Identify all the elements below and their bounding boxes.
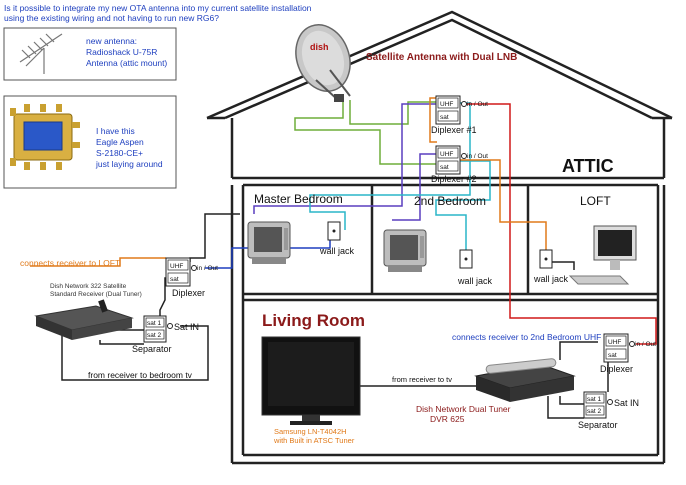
multiswitch-icon <box>10 104 80 170</box>
wall-jack-loft-label: wall jack <box>533 274 569 284</box>
separator-living: sat 1 sat 2 Sat IN Separator <box>578 391 639 430</box>
diplexer-living-inout: in / Out <box>635 341 656 348</box>
wall-jack-2nd: wall jack <box>457 249 493 286</box>
attic-label: ATTIC <box>562 156 614 176</box>
diplexer-1-label: Diplexer #1 <box>431 125 477 135</box>
separator-living-sat1: sat 1 <box>587 396 601 403</box>
diplexer-2-uhf: UHF <box>440 151 453 158</box>
diplexer-left-inout: in / Out <box>197 265 218 272</box>
switch-line-1: I have this <box>96 126 135 136</box>
house-outline <box>206 10 673 465</box>
antenna-line-1: new antenna: <box>86 36 137 46</box>
question-line-1: Is it possible to integrate my new OTA a… <box>4 3 312 13</box>
diplexer-1: UHF sat in / Out Diplexer #1 <box>431 95 488 135</box>
separator-living-satin: Sat IN <box>614 398 639 408</box>
monitor-icon <box>568 225 637 285</box>
diplexer-2-sat: sat <box>440 164 449 171</box>
wall-jack-master-label: wall jack <box>319 246 355 256</box>
connects-loft-note: connects receiver to LOFT <box>20 258 120 268</box>
loft-cable <box>552 261 575 270</box>
antenna-icon <box>19 33 63 74</box>
switch-line-4: just laying around <box>95 159 163 169</box>
room-2nd-bedroom: 2nd Bedroom <box>414 194 486 208</box>
separator-left-sat1: sat 1 <box>147 320 161 327</box>
room-living-room: Living Room <box>262 311 365 330</box>
diplexer-2-label: Diplexer #2 <box>431 174 477 184</box>
dish-logo: dish <box>310 42 329 52</box>
switch-line-2: Eagle Aspen <box>96 137 144 147</box>
dvr-icon <box>474 358 576 402</box>
separator-left-label: Separator <box>132 344 172 354</box>
satellite-label: Satellite Antenna with Dual LNB <box>366 52 517 63</box>
separator-left-satin: Sat IN <box>174 322 199 332</box>
samsung-line-2: with Built in ATSC Tuner <box>273 436 355 445</box>
antenna-line-2: Radioshack U-75R <box>86 47 157 57</box>
crt-tv-icon <box>247 221 291 264</box>
separator-living-label: Separator <box>578 420 618 430</box>
separator-left-sat2: sat 2 <box>147 332 161 339</box>
diplexer-living-label: Diplexer <box>600 364 633 374</box>
wires <box>30 97 657 419</box>
switch-line-3: S-2180-CE+ <box>96 148 143 158</box>
wall-jack-master: wall jack <box>319 221 355 256</box>
room-loft: LOFT <box>580 194 611 208</box>
diplexer-left: UHF sat in / Out Diplexer <box>165 257 218 298</box>
satellite-receiver-icon <box>34 299 134 340</box>
flat-tv-icon <box>261 336 361 425</box>
connects-2nd-note: connects receiver to 2nd Bedroom UHF <box>452 332 601 342</box>
from-receiver-bedroom: from receiver to bedroom tv <box>88 370 193 380</box>
dvr-line-2: DVR 625 <box>430 414 465 424</box>
crt-tv-2-icon <box>383 229 427 272</box>
switch-box: I have this Eagle Aspen S-2180-CE+ just … <box>3 95 177 189</box>
separator-left: sat 1 sat 2 Sat IN Separator <box>132 315 199 354</box>
diplexer-1-sat: sat <box>440 114 449 121</box>
receiver-322-line-2: Standard Receiver (Dual Tuner) <box>50 291 142 298</box>
from-receiver-tv: from receiver to tv <box>392 375 452 384</box>
antenna-box: new antenna: Radioshack U-75R Antenna (a… <box>3 27 177 81</box>
wall-jack-2nd-label: wall jack <box>457 276 493 286</box>
dvr-line-1: Dish Network Dual Tuner <box>416 404 511 414</box>
samsung-line-1: Samsung LN-T4042H <box>274 427 347 436</box>
diplexer-2-inout: in / Out <box>467 153 488 160</box>
diplexer-living-uhf: UHF <box>608 339 621 346</box>
diplexer-1-inout: in / Out <box>467 101 488 108</box>
room-master-bedroom: Master Bedroom <box>254 192 343 206</box>
diplexer-left-label: Diplexer <box>172 288 205 298</box>
diplexer-2: UHF sat in / Out Diplexer #2 <box>431 145 488 184</box>
satellite-dish-icon: dish <box>295 24 351 102</box>
diplexer-left-sat: sat <box>170 276 179 283</box>
antenna-line-3: Antenna (attic mount) <box>86 58 167 68</box>
diplexer-1-uhf: UHF <box>440 101 453 108</box>
diplexer-living-sat: sat <box>608 352 617 359</box>
diplexer-left-uhf: UHF <box>170 263 183 270</box>
wall-jack-loft: wall jack <box>533 249 569 284</box>
diplexer-living: UHF sat in / Out Diplexer <box>600 333 656 374</box>
separator-living-sat2: sat 2 <box>587 408 601 415</box>
question-line-2: using the existing wiring and not having… <box>4 13 219 23</box>
receiver-322-line-1: Dish Network 322 Satellite <box>50 283 127 290</box>
